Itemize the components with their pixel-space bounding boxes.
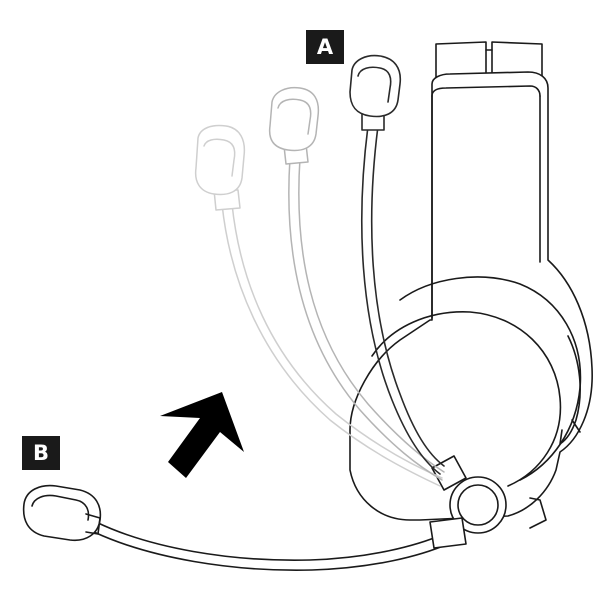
- boom-position-3: [349, 54, 445, 475]
- headband-inner-line: [431, 85, 541, 97]
- headband-slot: [485, 49, 493, 77]
- mic-pivot-collar: [431, 455, 467, 491]
- ear-cup-outer: [399, 276, 582, 481]
- step-label-b: B: [22, 436, 60, 470]
- headset-body: [349, 41, 593, 534]
- boom-mic-head-3: [349, 54, 402, 118]
- boom-position-lowered: [22, 484, 467, 571]
- boom-mic-head-2: [268, 86, 320, 152]
- mic-pivot-hub-inner: [457, 484, 499, 526]
- boom-arm-lowered-inner: [93, 531, 449, 571]
- boom-arm-lowered: [95, 521, 445, 561]
- boom-arm-3: [361, 125, 441, 475]
- direction-arrow: [160, 392, 244, 478]
- boom-mic-face-lowered: [31, 494, 90, 521]
- boom-mic-face-1: [203, 138, 236, 177]
- headband-arm: [349, 71, 593, 521]
- step-label-a: A: [306, 30, 344, 64]
- boom-position-2: [268, 86, 445, 481]
- boom-collar-lowered: [429, 517, 467, 549]
- boom-arm-1-inner: [231, 203, 443, 479]
- boom-position-1: [194, 124, 443, 487]
- boom-arm-3-inner: [370, 125, 445, 467]
- ear-cup-grip: [559, 335, 581, 445]
- boom-mic-face-3: [357, 66, 392, 103]
- ear-cup-cushion: [371, 311, 562, 487]
- ear-cup-lower-notch: [529, 497, 547, 529]
- boom-mic-face-2: [277, 98, 312, 135]
- boom-arm-1: [221, 203, 441, 487]
- boom-mic-shoulder-lowered: [85, 513, 101, 535]
- boom-arm-2: [288, 157, 443, 481]
- boom-arm-2-inner: [298, 157, 445, 473]
- boom-mic-head-1: [194, 124, 246, 196]
